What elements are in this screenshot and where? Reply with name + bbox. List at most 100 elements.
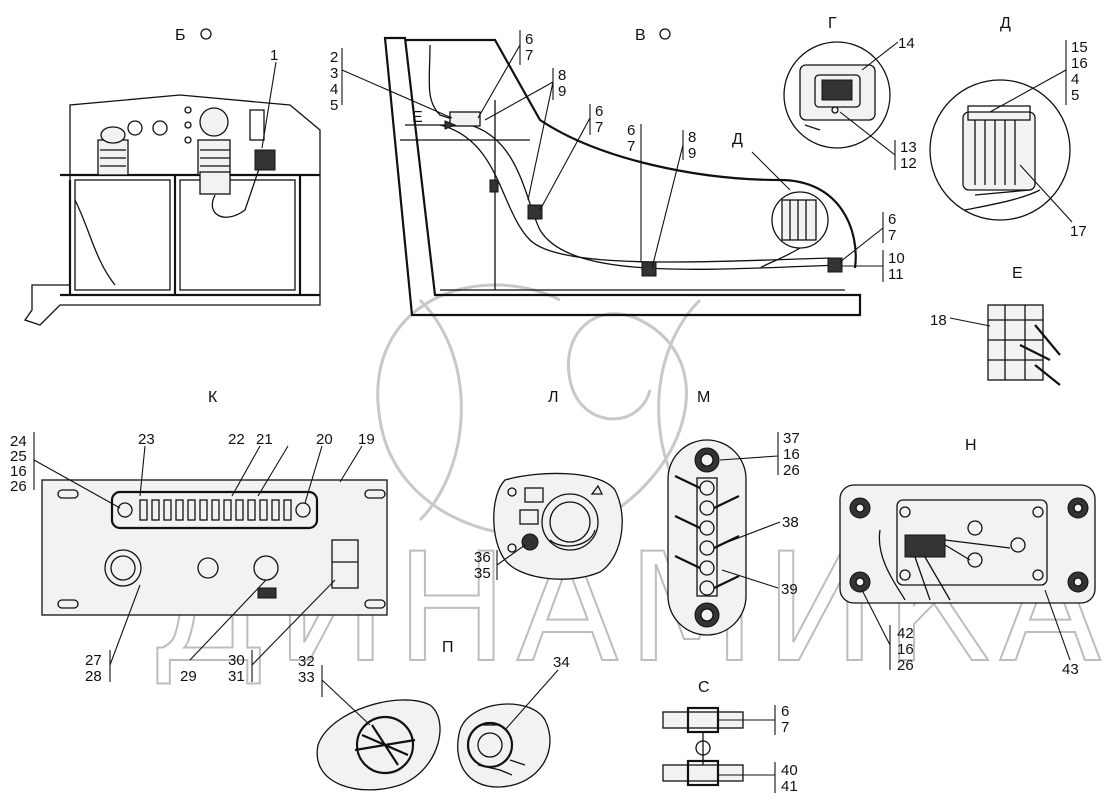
terminal-screw [699,480,715,496]
terminal-screw [699,580,715,596]
label-38: 38 [782,514,799,531]
fuse-cell [223,499,232,521]
label-26a: 26 [10,478,27,495]
label-17: 17 [1070,223,1087,240]
label-43: 43 [1062,661,1079,678]
label-28: 28 [85,668,102,685]
view-b-rotation-icon [200,28,212,40]
label-7d: 7 [888,227,896,244]
label-16b: 16 [10,463,27,480]
terminal-wire [713,575,740,589]
label-41: 41 [781,778,798,795]
label-39: 39 [781,581,798,598]
label-13: 13 [900,139,917,156]
view-v: В Е Д 2 3 4 5 6 7 8 9 [330,27,905,317]
view-l: Л 36 35 [474,389,623,582]
fuse-cell [139,499,148,521]
label-16c: 16 [783,446,800,463]
view-k-title: К [208,389,218,406]
panel-19 [41,479,388,616]
terminal-wire [674,515,701,529]
label-34: 34 [553,654,570,671]
fuse-cell [175,499,184,521]
fuse-cell [259,499,268,521]
view-e-arrow-label: Е [412,109,423,126]
label-7a: 7 [525,47,533,64]
label-5: 5 [330,97,338,114]
label-40: 40 [781,762,798,779]
label-26c: 26 [897,657,914,674]
label-8b: 8 [688,129,696,146]
joystick-right [197,107,231,195]
view-e: Е 18 [930,265,1061,386]
label-26b: 26 [783,462,800,479]
view-d-pointer-label: Д [732,131,743,148]
label-16a: 16 [1071,55,1088,72]
view-k: К 24 25 16 26 23 22 21 20 19 27 28 29 [10,389,388,685]
label-30: 30 [228,652,245,669]
view-v-title: В [635,27,646,44]
label-10: 10 [888,250,905,267]
label-22: 22 [228,431,245,448]
label-23: 23 [138,431,155,448]
label-20: 20 [316,431,333,448]
view-m: М 37 16 26 38 39 [667,389,800,636]
view-b: Б 1 [23,27,321,326]
fuse-cell [283,499,292,521]
connector-e [449,111,481,127]
view-e-title: Е [1012,265,1023,282]
label-7c: 7 [627,138,635,155]
label-14: 14 [898,35,915,52]
fuse-cell [187,499,196,521]
view-g: Г 14 13 12 [783,15,917,172]
view-m-title: М [697,389,710,406]
label-9b: 9 [688,145,696,162]
label-32: 32 [298,653,315,670]
label-6d: 6 [888,211,896,228]
label-42: 42 [897,625,914,642]
view-s-title: С [698,679,710,696]
label-16d: 16 [897,641,914,658]
label-4b: 4 [1071,71,1079,88]
label-31: 31 [228,668,245,685]
label-12: 12 [900,155,917,172]
view-s: С 6 7 40 41 [662,679,798,795]
label-4: 4 [330,81,338,98]
label-8a: 8 [558,67,566,84]
label-15: 15 [1071,39,1088,56]
view-n: Н 42 16 26 43 [839,437,1096,678]
fuse-block [139,499,292,521]
terminal-screw [699,500,715,516]
view-n-title: Н [965,437,977,454]
label-7b: 7 [595,119,603,136]
label-18: 18 [930,312,947,329]
label-9a: 9 [558,83,566,100]
label-19: 19 [358,431,375,448]
terminal-wire [713,495,740,509]
fuse-cell [199,499,208,521]
label-29: 29 [180,668,197,685]
view-v-rotation-icon [659,28,671,40]
terminal-screw [699,540,715,556]
terminal-screw [699,520,715,536]
label-2: 2 [330,49,338,66]
fuse-cell [151,499,160,521]
terminal-wire [674,555,701,569]
view-d-title: Д [1000,15,1011,32]
label-7e: 7 [781,719,789,736]
fuse-cell [271,499,280,521]
fuse-cell [211,499,220,521]
label-6b: 6 [595,103,603,120]
fuse-cell [163,499,172,521]
view-b-title: Б [175,27,186,44]
label-37: 37 [783,430,800,447]
label-36: 36 [474,549,491,566]
label-35: 35 [474,565,491,582]
label-6e: 6 [781,703,789,720]
label-5b: 5 [1071,87,1079,104]
view-p: П 32 33 34 [298,639,570,791]
label-6a: 6 [525,31,533,48]
label-1: 1 [270,47,278,64]
label-21: 21 [256,431,273,448]
